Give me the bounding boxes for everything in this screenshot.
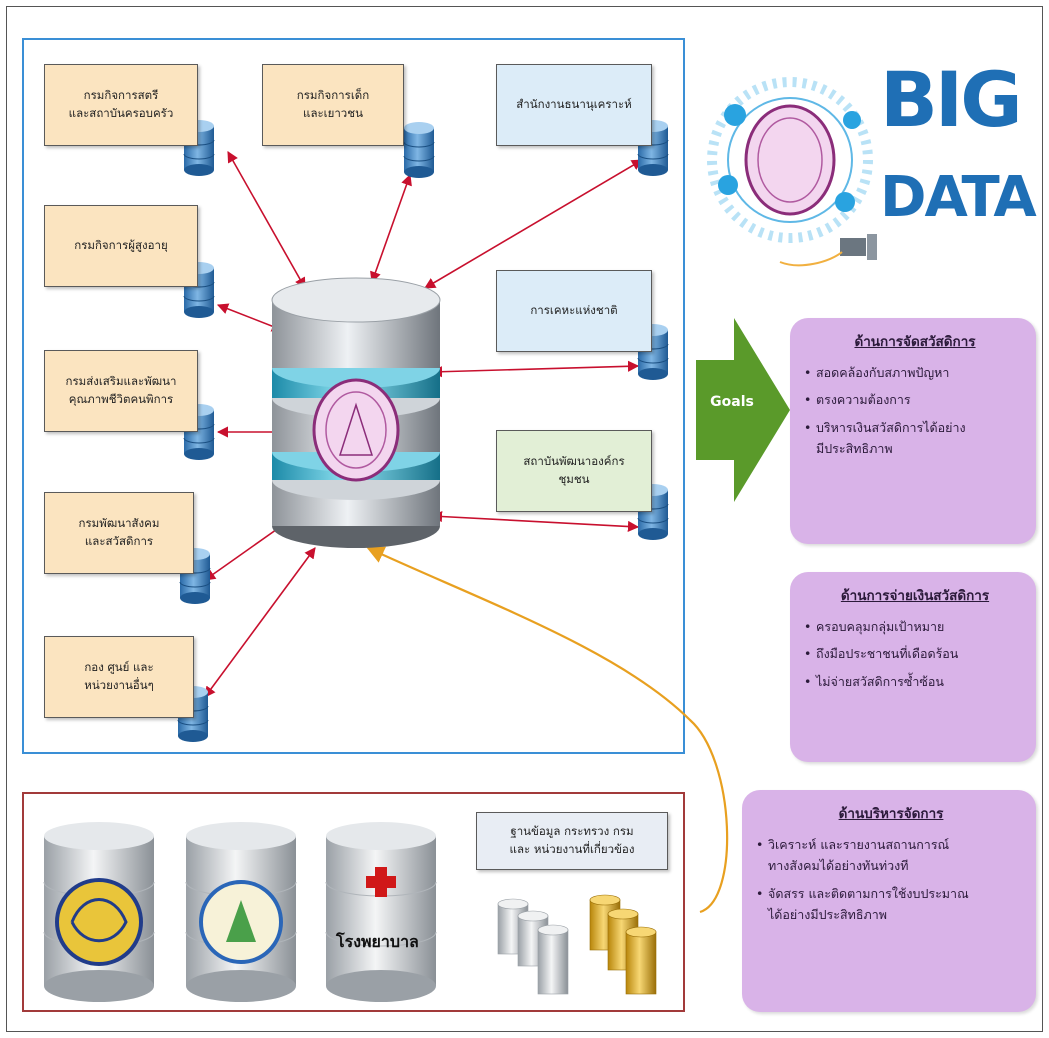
panel-item: บริหารเงินสวัสดิการได้อย่าง มีประสิทธิภา… bbox=[804, 417, 1026, 460]
arrow-elderly bbox=[216, 303, 284, 332]
arrow-women-family bbox=[227, 151, 306, 289]
goals-arrow-icon bbox=[696, 318, 790, 502]
org-other-units: กอง ศูนย์ และ หน่วยงานอื่นๆ bbox=[44, 636, 194, 718]
org-national-housing: การเคหะแห่งชาติ bbox=[496, 270, 652, 352]
org-disabled: กรมส่งเสริมและพัฒนา คุณภาพชีวิตคนพิการ bbox=[44, 350, 198, 432]
org-children-youth: กรมกิจการเด็ก และเยาวชน bbox=[262, 64, 404, 146]
panel-item: สอดคล้องกับสภาพปัญหา bbox=[804, 362, 1026, 384]
bottom-agency-cylinders bbox=[43, 822, 437, 1002]
external-database-group bbox=[22, 792, 685, 1012]
panel-item: จัดสรร และติดตามการใช้งบประมาณ ได้อย่างม… bbox=[756, 883, 1026, 926]
org-community: สถาบันพัฒนาองค์กร ชุมชน bbox=[496, 430, 652, 512]
goals-label: Goals bbox=[710, 394, 754, 410]
central-database-icon bbox=[271, 277, 441, 548]
big-data-line1: BIG bbox=[880, 55, 1023, 144]
arrow-other-units bbox=[204, 547, 316, 698]
org-welfare-office: สำนักงานธนานุเคราะห์ bbox=[496, 64, 652, 146]
big-data-seal-icon bbox=[707, 77, 877, 267]
panel-title: ด้านบริหารจัดการ bbox=[838, 806, 944, 822]
small-db-stacks bbox=[497, 894, 657, 995]
panel-welfare-payment: ด้านการจ่ายเงินสวัสดิการ ครอบคลุมกลุ่มเป… bbox=[790, 572, 1036, 762]
arrow-children-youth bbox=[370, 173, 412, 284]
panel-title: ด้านการจ่ายเงินสวัสดิการ bbox=[840, 588, 990, 604]
panel-item: ครอบคลุมกลุ่มเป้าหมาย bbox=[804, 616, 1026, 638]
outer-frame bbox=[6, 6, 1043, 1032]
hospital-label: โรงพยาบาล bbox=[336, 932, 419, 951]
arrow-community-org bbox=[430, 510, 640, 533]
org-elderly: กรมกิจการผู้สูงอายุ bbox=[44, 205, 198, 287]
arrow-external-feed bbox=[366, 546, 729, 914]
panel-item: ถึงมือประชาชนที่เดือดร้อน bbox=[804, 643, 1026, 665]
arrow-welfare-office bbox=[424, 159, 643, 289]
org-women-family: กรมกิจการสตรี และสถาบันครอบครัว bbox=[44, 64, 198, 146]
ministry-db-label: ฐานข้อมูล กระทรวง กรม และ หน่วยงานที่เกี… bbox=[476, 812, 668, 870]
panel-welfare-provision: ด้านการจัดสวัสดิการ สอดคล้องกับสภาพปัญหา… bbox=[790, 318, 1036, 544]
central-database-group bbox=[22, 38, 685, 754]
panel-management: ด้านบริหารจัดการ วิเคราะห์ และรายงานสถาน… bbox=[742, 790, 1036, 1012]
org-social-dev: กรมพัฒนาสังคม และสวัสดิการ bbox=[44, 492, 194, 574]
big-data-line2: DATA bbox=[880, 165, 1037, 230]
panel-item: วิเคราะห์ และรายงานสถานการณ์ ทางสังคมได้… bbox=[756, 834, 1026, 877]
panel-item: ไม่จ่ายสวัสดิการซ้ำซ้อน bbox=[804, 671, 1026, 693]
ministry-seal-icon bbox=[312, 378, 400, 482]
panel-item: ตรงความต้องการ bbox=[804, 389, 1026, 411]
arrow-national-housing bbox=[430, 360, 640, 378]
panel-title: ด้านการจัดสวัสดิการ bbox=[854, 334, 976, 350]
